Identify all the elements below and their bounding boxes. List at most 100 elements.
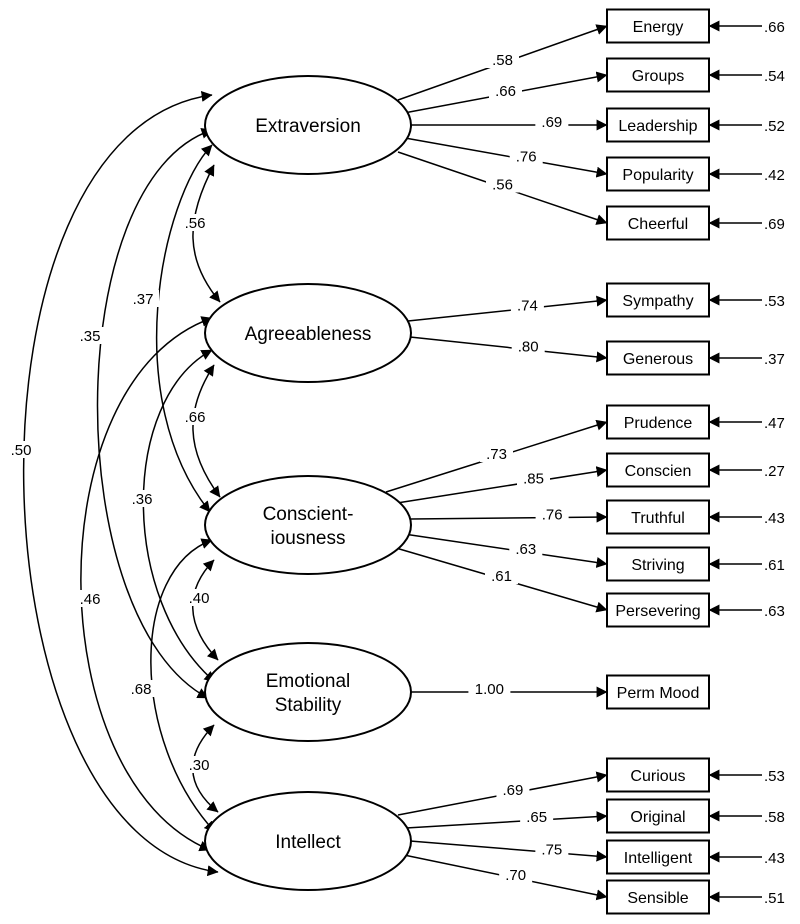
indicator-original-loading-bg xyxy=(520,808,554,826)
indicator-intelligent-loading-arrow xyxy=(409,840,608,862)
factor-conscient-iousness-ellipse xyxy=(204,475,412,575)
indicator-persevering-box xyxy=(606,592,710,628)
factor-extraversion-ellipse xyxy=(204,75,412,175)
factor-emotionalstability-label-line-1: Stability xyxy=(275,695,342,716)
indicator-striving-loading-arrow xyxy=(403,533,608,568)
indicator-conscien-loading-value: .85 xyxy=(523,471,544,488)
corr-e-s-value: .35 xyxy=(80,328,101,345)
indicator-generous-error-value: .37 xyxy=(764,351,785,368)
corr-e-c-arc xyxy=(155,144,213,513)
indicator-intelligent-loading-value: .75 xyxy=(541,842,562,859)
indicator-sympathy-label: Sympathy xyxy=(622,293,693,310)
indicator-leadership-label: Leadership xyxy=(618,118,697,135)
indicator-intelligent-label: Intelligent xyxy=(624,850,693,867)
indicator-prudence-loading-value: .73 xyxy=(486,446,507,463)
corr-e-i-value: .50 xyxy=(11,442,32,459)
indicator-sensible-box xyxy=(606,879,710,915)
indicator-striving-error-value: .61 xyxy=(764,557,785,574)
indicator-leadership-loading-value: .69 xyxy=(541,114,562,131)
indicator-truthful-error-value: .43 xyxy=(764,510,785,527)
indicator-striving-loading-bg xyxy=(509,540,543,557)
loading-layer: .58.66.69.76.56.74.80.73.85.76.63.611.00… xyxy=(385,20,762,903)
corr-e-a-arc xyxy=(192,164,221,303)
indicator-sympathy-error-value: .53 xyxy=(764,293,785,310)
indicator-intelligent-loading-bg xyxy=(535,840,569,858)
indicator-prudence-label: Prudence xyxy=(624,415,693,432)
corr-a-s-arc xyxy=(142,349,216,683)
indicator-generous-loading-bg xyxy=(511,337,545,355)
indicator-truthful-loading-value: .76 xyxy=(542,507,563,524)
indicator-energy-label: Energy xyxy=(633,19,684,36)
indicator-sensible-loading-value: .70 xyxy=(505,867,526,884)
indicator-generous-loading-arrow xyxy=(409,336,608,363)
corr-e-i-arc xyxy=(22,90,219,877)
factor-conscient-iousness-label-line-1: iousness xyxy=(271,528,346,549)
indicator-popularity-box xyxy=(606,156,710,192)
indicator-sympathy-loading-arrow xyxy=(407,295,608,322)
indicator-popularity-loading-arrow xyxy=(404,137,608,178)
indicator-curious-loading-bg xyxy=(496,781,530,798)
factor-agreeableness-label-line-0: Agreeableness xyxy=(245,324,372,345)
indicator-groups-box xyxy=(606,57,710,93)
indicator-popularity-label: Popularity xyxy=(622,167,693,184)
indicator-sympathy-box xyxy=(606,282,710,318)
indicator-cheerful-error-value: .69 xyxy=(764,216,785,233)
indicator-persevering-loading-bg xyxy=(485,567,518,584)
corr-a-s-label-bg xyxy=(126,490,158,507)
indicator-sympathy-loading-value: .74 xyxy=(517,297,538,314)
indicator-conscien-error-value: .27 xyxy=(764,463,785,480)
indicator-conscien-box xyxy=(606,452,710,488)
corr-a-i-value: .46 xyxy=(80,591,101,608)
indicator-conscien-label: Conscien xyxy=(625,463,692,480)
indicator-truthful-label: Truthful xyxy=(631,510,685,527)
corr-a-i-label-bg xyxy=(74,590,106,607)
indicator-curious-loading-value: .69 xyxy=(503,782,524,799)
indicator-prudence-error-value: .47 xyxy=(764,415,785,432)
indicator-popularity-error-value: .42 xyxy=(764,167,785,184)
indicator-sensible-label: Sensible xyxy=(627,890,688,907)
corr-e-c-value: .37 xyxy=(133,291,154,308)
factor-conscient-iousness-label-line-0: Conscient- xyxy=(263,504,354,525)
factor-extraversion-label-line-0: Extraversion xyxy=(255,116,361,137)
indicator-perm-mood-box xyxy=(606,674,710,710)
indicator-energy-box xyxy=(606,8,710,44)
indicator-sensible-loading-bg xyxy=(499,866,533,884)
indicator-truthful-box xyxy=(606,499,710,535)
factor-emotionalstability-label-line-0: Emotional xyxy=(266,671,351,692)
indicator-perm-mood-loading-bg xyxy=(468,680,511,697)
indicator-energy-loading-value: .58 xyxy=(492,52,513,69)
indicator-intelligent-box xyxy=(606,839,710,875)
indicator-perm-mood-label: Perm Mood xyxy=(617,685,700,702)
factor-intellect-ellipse xyxy=(204,791,412,891)
indicator-cheerful-label: Cheerful xyxy=(628,216,688,233)
indicator-cheerful-loading-bg xyxy=(486,175,519,193)
corr-e-s-label-bg xyxy=(74,327,106,344)
indicator-groups-loading-value: .66 xyxy=(495,83,516,100)
indicator-groups-label: Groups xyxy=(632,68,684,85)
corr-a-c-value: .66 xyxy=(185,409,206,426)
indicator-persevering-label: Persevering xyxy=(615,603,700,620)
corr-e-s-arc xyxy=(96,128,213,699)
indicator-curious-error-value: .53 xyxy=(764,768,785,785)
corr-a-c-arc xyxy=(192,364,221,498)
indicator-leadership-error-value: .52 xyxy=(764,118,785,135)
indicator-curious-label: Curious xyxy=(630,768,685,785)
indicator-original-error-value: .58 xyxy=(764,809,785,826)
corr-c-s-value: .40 xyxy=(189,590,210,607)
corr-c-i-label-bg xyxy=(125,680,157,697)
indicator-conscien-loading-bg xyxy=(517,469,550,487)
indicator-generous-loading-value: .80 xyxy=(518,339,539,356)
indicator-prudence-loading-bg xyxy=(480,445,513,462)
corr-a-i-arc xyxy=(80,316,213,852)
correlation-layer: .56.66.40.30.37.36.68.35.46.50 xyxy=(5,90,221,877)
corr-s-i-value: .30 xyxy=(189,757,210,774)
indicator-energy-loading-bg xyxy=(486,51,519,68)
indicator-conscien-loading-arrow xyxy=(396,466,608,504)
indicator-groups-error-value: .54 xyxy=(764,68,785,85)
factor-agreeableness-ellipse xyxy=(204,283,412,383)
indicator-original-loading-arrow xyxy=(405,811,608,829)
indicator-popularity-loading-bg xyxy=(509,147,543,165)
indicator-original-loading-value: .65 xyxy=(526,809,547,826)
indicator-leadership-loading-bg xyxy=(535,113,569,130)
